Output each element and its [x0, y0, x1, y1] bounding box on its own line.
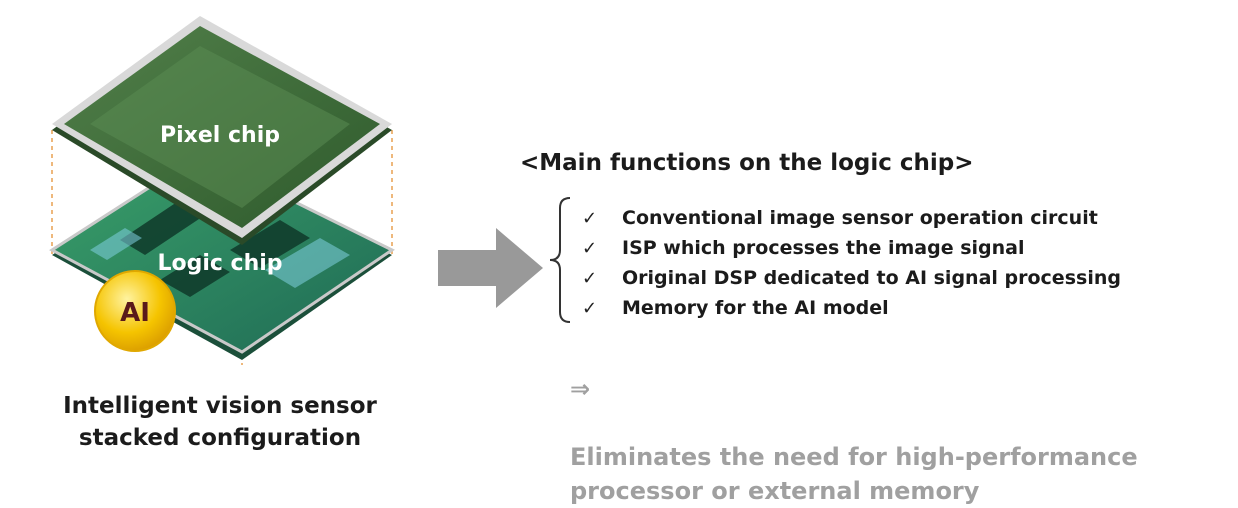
function-text: Memory for the AI model [622, 297, 889, 319]
list-item: ✓ ISP which processes the image signal [582, 233, 1121, 263]
right-arrow-icon [438, 228, 543, 308]
list-item: ✓ Memory for the AI model [582, 293, 1121, 323]
implies-arrow-icon: ⇒ [570, 375, 591, 403]
conclusion-line-1: ⇒ Eliminates the need for high-performan… [570, 372, 1138, 474]
ai-badge-label: AI [120, 298, 150, 328]
conclusion-line-1-text: Eliminates the need for high-performance [570, 443, 1138, 471]
conclusion-text: ⇒ Eliminates the need for high-performan… [570, 372, 1138, 508]
stacked-chip-illustration: Pixel chip Logic chip AI [49, 16, 395, 365]
ai-badge: AI [94, 270, 176, 352]
check-icon: ✓ [582, 207, 598, 229]
caption-line-2: stacked configuration [78, 425, 362, 451]
function-text: Original DSP dedicated to AI signal proc… [622, 267, 1121, 289]
function-text: ISP which processes the image signal [622, 237, 1025, 259]
list-item: ✓ Conventional image sensor operation cir… [582, 203, 1121, 233]
functions-heading: <Main functions on the logic chip> [520, 150, 974, 176]
functions-list: ✓ Conventional image sensor operation cir… [582, 203, 1121, 323]
function-text: Conventional image sensor operation circ… [622, 207, 1098, 229]
caption-line-1: Intelligent vision sensor [63, 393, 377, 419]
conclusion-line-2: processor or external memory [570, 477, 980, 505]
check-icon: ✓ [582, 237, 598, 259]
pixel-chip-label: Pixel chip [160, 123, 280, 148]
check-icon: ✓ [582, 267, 598, 289]
brace-icon [549, 197, 571, 323]
pixel-chip [52, 16, 392, 245]
list-item: ✓ Original DSP dedicated to AI signal pro… [582, 263, 1121, 293]
logic-chip-label: Logic chip [157, 251, 282, 276]
illustration-caption: Intelligent vision sensor stacked config… [20, 390, 420, 454]
check-icon: ✓ [582, 297, 598, 319]
